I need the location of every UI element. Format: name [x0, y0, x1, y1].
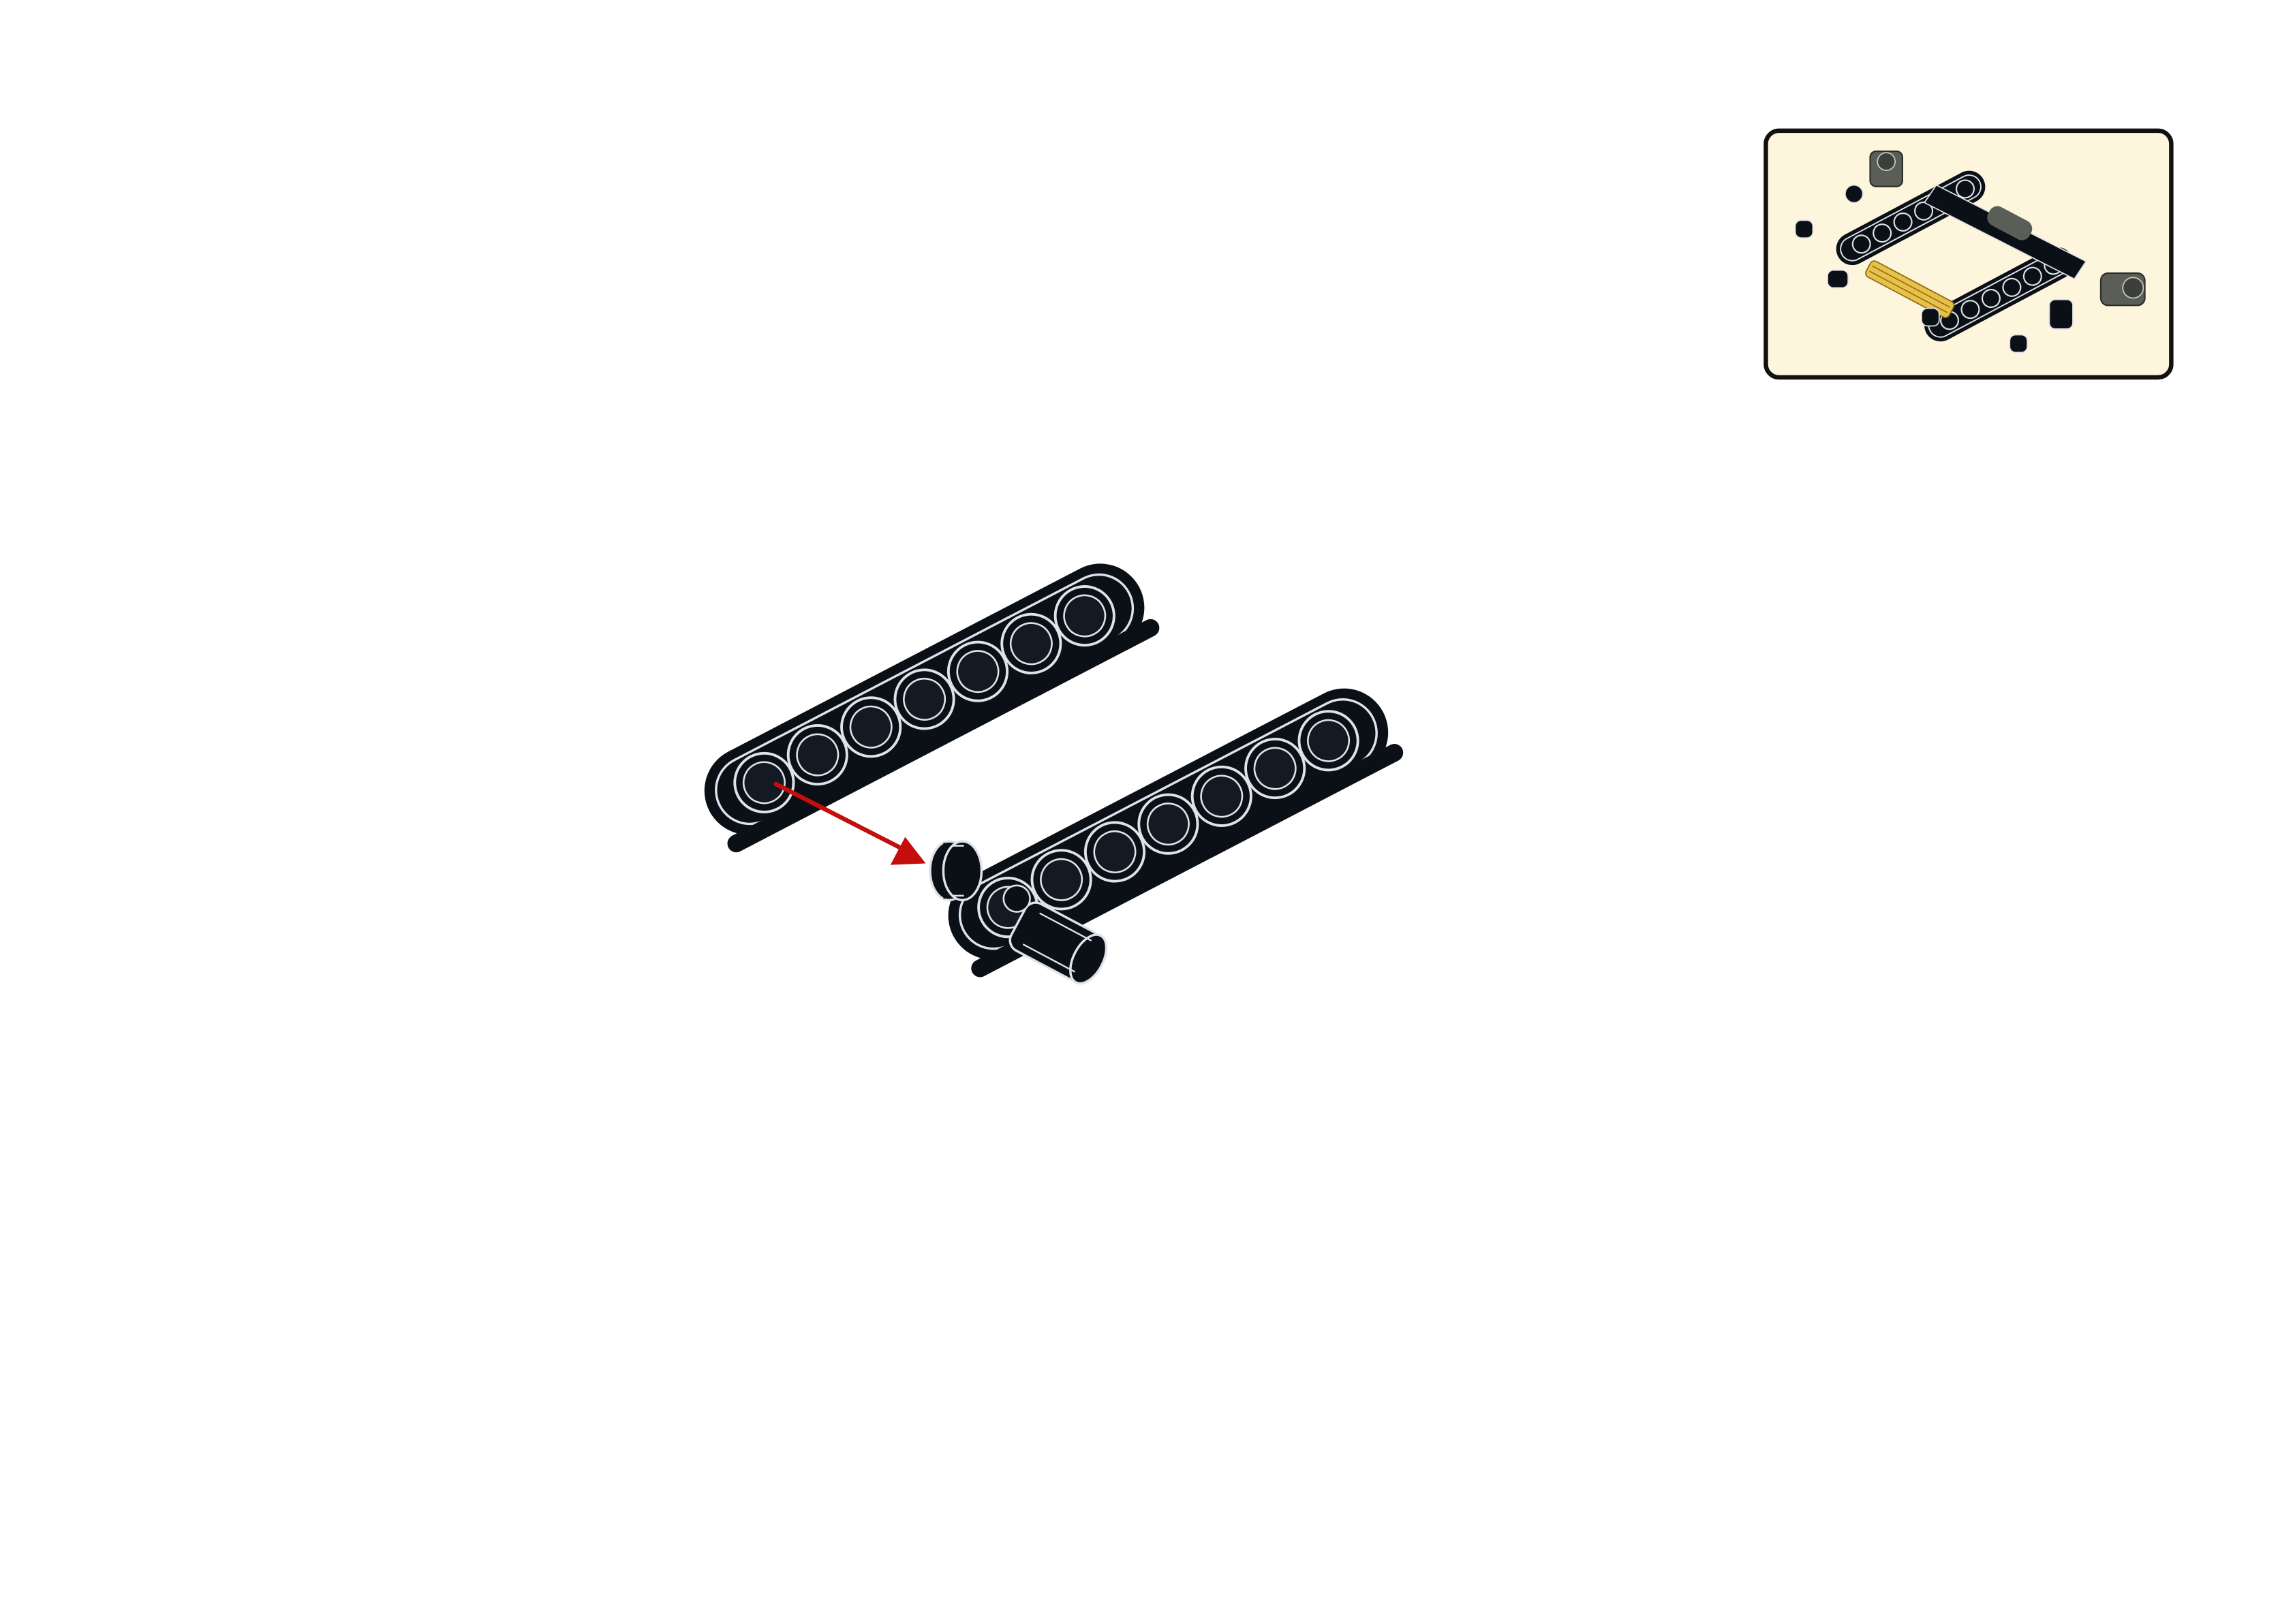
beam-hole — [1030, 849, 1092, 911]
technic-beam-front — [948, 688, 1404, 978]
beam-hole — [786, 724, 848, 786]
beam-hole — [1137, 793, 1199, 855]
completed-assembly-preview-icon — [1794, 150, 2146, 354]
technic-beam-back — [704, 563, 1160, 853]
beam-hole — [1297, 710, 1359, 772]
beam-hole — [1244, 738, 1306, 800]
step-assembly — [704, 563, 1404, 985]
beam-hole — [893, 668, 955, 730]
beam-hole — [946, 640, 1009, 702]
insert-arrow-icon — [773, 781, 926, 865]
beam-hole — [1190, 765, 1252, 827]
beam-hole — [840, 696, 902, 758]
beam-hole — [733, 751, 795, 813]
beam-hole — [1083, 821, 1146, 883]
beam-hole — [1000, 612, 1062, 674]
preview-panel — [1763, 128, 2174, 380]
technic-pin-with-bush — [929, 840, 1108, 985]
beam-hole — [1053, 584, 1115, 647]
preview-panel-frame — [1763, 128, 2174, 380]
